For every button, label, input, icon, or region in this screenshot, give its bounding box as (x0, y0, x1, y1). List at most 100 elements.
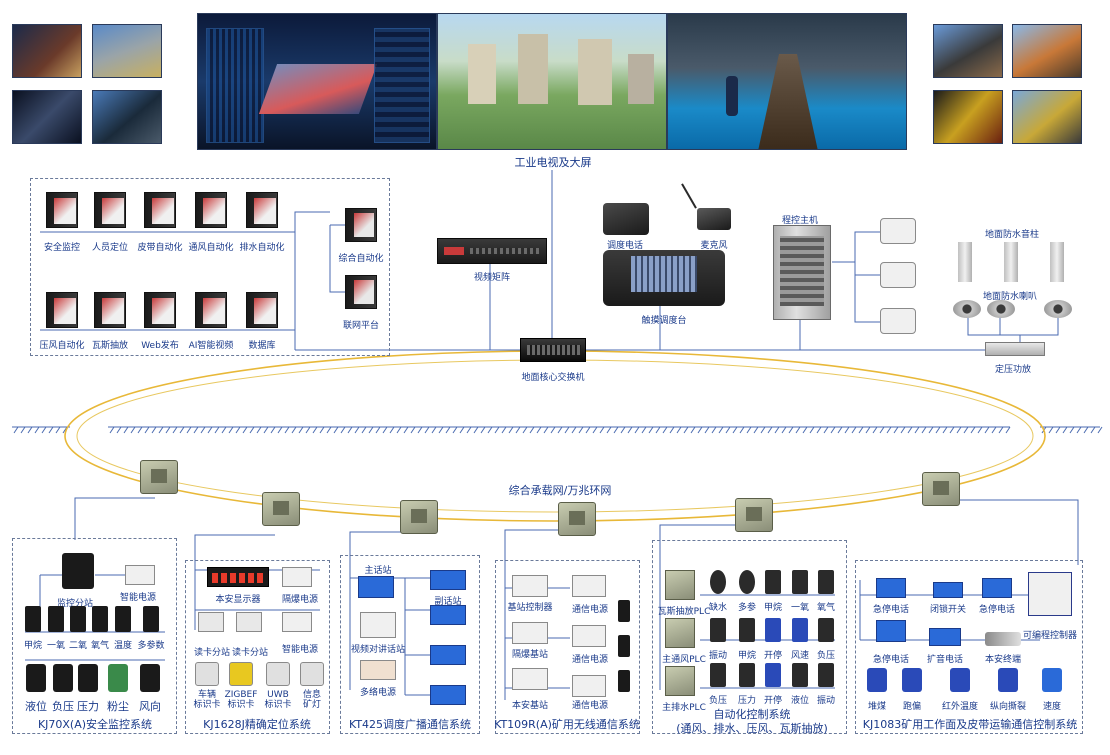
app-label: 排水自动化 (239, 243, 285, 253)
kj1628j-title: KJ1628J精确定位系统 (203, 718, 311, 731)
app-label: 皮带自动化 (137, 243, 183, 253)
app-server-icon (46, 292, 78, 328)
sensor-icon (1042, 668, 1062, 692)
kj70x-station-label: 监控分站 (56, 599, 94, 609)
sensor-icon (739, 570, 755, 594)
sensor-icon (792, 570, 808, 594)
sensor-icon (78, 664, 98, 692)
kt425-sub-label: 副话站 (434, 597, 462, 607)
lock-switch-icon (933, 582, 963, 598)
sensor-label: 速度 (1042, 702, 1062, 712)
auto-subtitle: (通风、排水、压风、瓦斯抽放) (676, 722, 828, 735)
sensor-icon (143, 606, 159, 632)
app-label: 瓦斯抽放 (91, 341, 129, 351)
horn-label: 地面防水喇叭 (982, 292, 1038, 302)
kj70x-group (12, 538, 177, 734)
sub-station-icon (430, 645, 466, 665)
horn-icon (987, 300, 1015, 318)
sensor-label: 温度 (113, 641, 133, 651)
video-matrix-icon (437, 238, 547, 264)
video-matrix-label: 视频矩阵 (473, 273, 511, 283)
sensor-label: 缺水 (708, 603, 728, 613)
card-label: UWB 标识卡 (264, 690, 292, 710)
big-screen-tunnel (667, 13, 907, 150)
sensor-label: 粉尘 (107, 700, 129, 713)
app-label: 数据库 (248, 341, 276, 351)
id-card-icon (266, 662, 290, 686)
mine-photo-2 (92, 24, 162, 78)
plc-icon (665, 570, 695, 600)
sensor-icon (765, 618, 781, 642)
sensor-label: 负压 (708, 696, 728, 706)
sensor-label: 振动 (708, 651, 728, 661)
sound-column-label: 地面防水音柱 (984, 230, 1040, 240)
sensor-label: 红外温度 (941, 702, 979, 712)
smart-power-icon (125, 565, 155, 585)
kt109-power1-label: 通信电源 (571, 605, 609, 615)
kt109-flameproof-label: 隔爆基站 (511, 650, 549, 660)
sensor-icon (739, 618, 755, 642)
kj1083-title: KJ1083矿用工作面及皮带运输通信控制系统 (862, 718, 1078, 731)
sensor-icon (792, 663, 808, 687)
server-icon (345, 208, 377, 242)
card-reader-icon (198, 612, 224, 632)
intrinsic-base-icon (512, 668, 548, 690)
touch-console-icon (603, 250, 725, 306)
sensor-icon (108, 664, 128, 692)
microphone-label: 麦克风 (700, 241, 728, 251)
emergency-phone-icon (876, 620, 906, 642)
app-label-network-platform: 联网平台 (342, 321, 380, 331)
smart-power-icon (282, 612, 312, 632)
junction-box-icon (922, 472, 960, 506)
sound-column-icon (1050, 242, 1064, 282)
programmable-controller-icon (1028, 572, 1072, 616)
app-server-icon (195, 292, 227, 328)
sensor-label: 风速 (790, 651, 810, 661)
kt425-main-label: 主话站 (364, 566, 392, 576)
kt425-group (340, 555, 480, 734)
kj70x-title: KJ70X(A)安全监控系统 (37, 718, 153, 731)
kj1628-power2-label: 智能电源 (281, 645, 319, 655)
kj1083-estop3-label: 急停电话 (872, 655, 910, 665)
touch-console-label: 触摸调度台 (641, 316, 687, 326)
mine-photo-8 (1012, 90, 1082, 144)
kj1083-estop2-label: 急停电话 (978, 605, 1016, 615)
handset-icon (618, 600, 630, 622)
app-label: 通风自动化 (188, 243, 234, 253)
amplifier-label: 定压功放 (994, 365, 1032, 375)
sub-station-icon (430, 685, 466, 705)
sensor-icon (140, 664, 160, 692)
telephone-icon (880, 262, 916, 288)
sensor-icon (710, 663, 726, 687)
microphone-icon (697, 208, 731, 230)
sensor-label: 风向 (139, 700, 161, 713)
display-icon (207, 567, 269, 587)
horn-icon (1044, 300, 1072, 318)
kj1083-group (855, 560, 1083, 734)
sensor-label: 振动 (816, 696, 836, 706)
multi-power-icon (360, 660, 396, 680)
kj1083-amp-label: 扩音电话 (926, 655, 964, 665)
flameproof-base-icon (512, 622, 548, 644)
kj1628j-group (185, 560, 330, 734)
card-label: 车辆 标识卡 (193, 690, 221, 710)
id-card-icon (300, 662, 324, 686)
flameproof-power-icon (282, 567, 312, 587)
dispatch-phone-label: 调度电话 (606, 241, 644, 251)
sensor-icon (765, 570, 781, 594)
kt109-intrinsic-label: 本安基站 (511, 701, 549, 711)
emergency-phone-icon (982, 578, 1012, 598)
screen-label: 工业电视及大屏 (514, 156, 592, 169)
sensor-label: 多参数 (137, 641, 165, 651)
junction-box-icon (558, 502, 596, 536)
core-switch-icon (520, 338, 586, 362)
core-switch-label: 地面核心交换机 (521, 373, 585, 383)
sensor-icon (92, 606, 108, 632)
sensor-label: 液位 (25, 700, 47, 713)
kt109r-title: KT109R(A)矿用无线通信系统 (494, 718, 640, 731)
plc-icon (665, 618, 695, 648)
kt425-title: KT425调度广播通信系统 (348, 718, 472, 731)
sensor-label: 一氧 (46, 641, 66, 651)
sensor-icon (115, 606, 131, 632)
sensor-icon (998, 668, 1018, 692)
